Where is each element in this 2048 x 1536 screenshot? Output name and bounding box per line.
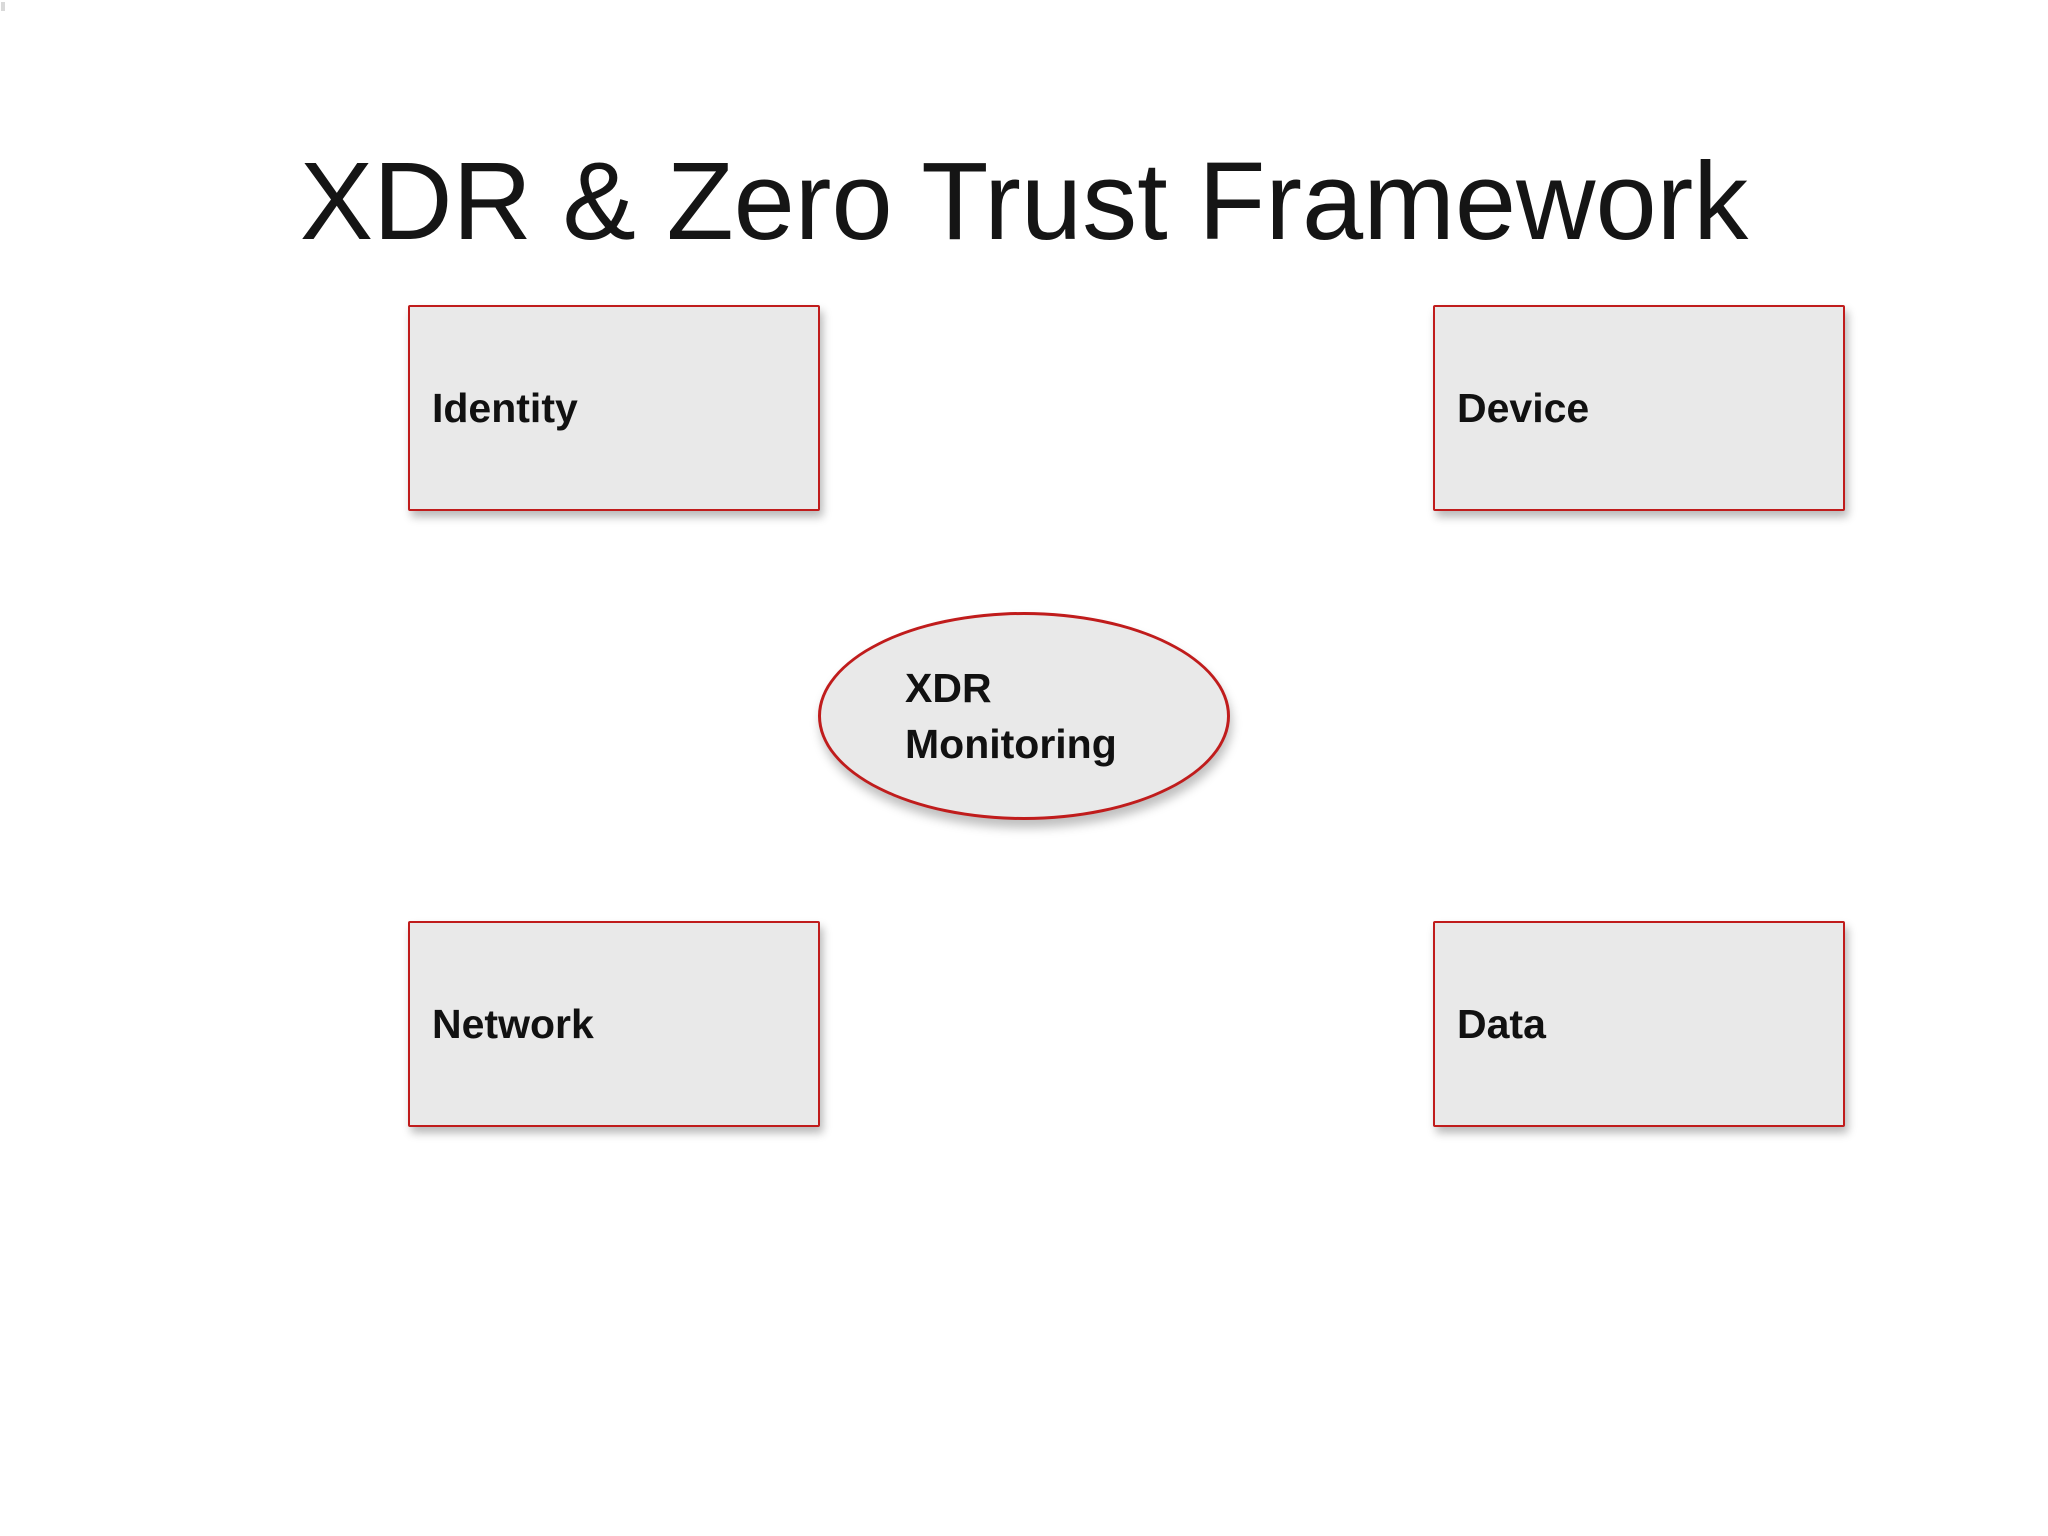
node-data: Data — [1433, 921, 1845, 1127]
node-identity: Identity — [408, 305, 820, 511]
node-xdr-monitoring-label: XDR Monitoring — [905, 660, 1117, 772]
node-xdr-monitoring: XDR Monitoring — [818, 612, 1230, 820]
node-device: Device — [1433, 305, 1845, 511]
node-data-label: Data — [1457, 1000, 1546, 1047]
node-network: Network — [408, 921, 820, 1127]
node-xdr-monitoring-line-2: Monitoring — [905, 721, 1117, 767]
slide-title: XDR & Zero Trust Framework — [299, 140, 1749, 263]
corner-artifact — [1, 2, 5, 11]
node-identity-label: Identity — [432, 384, 578, 431]
node-xdr-monitoring-line-1: XDR — [905, 665, 992, 711]
node-network-label: Network — [432, 1000, 594, 1047]
node-device-label: Device — [1457, 384, 1590, 431]
